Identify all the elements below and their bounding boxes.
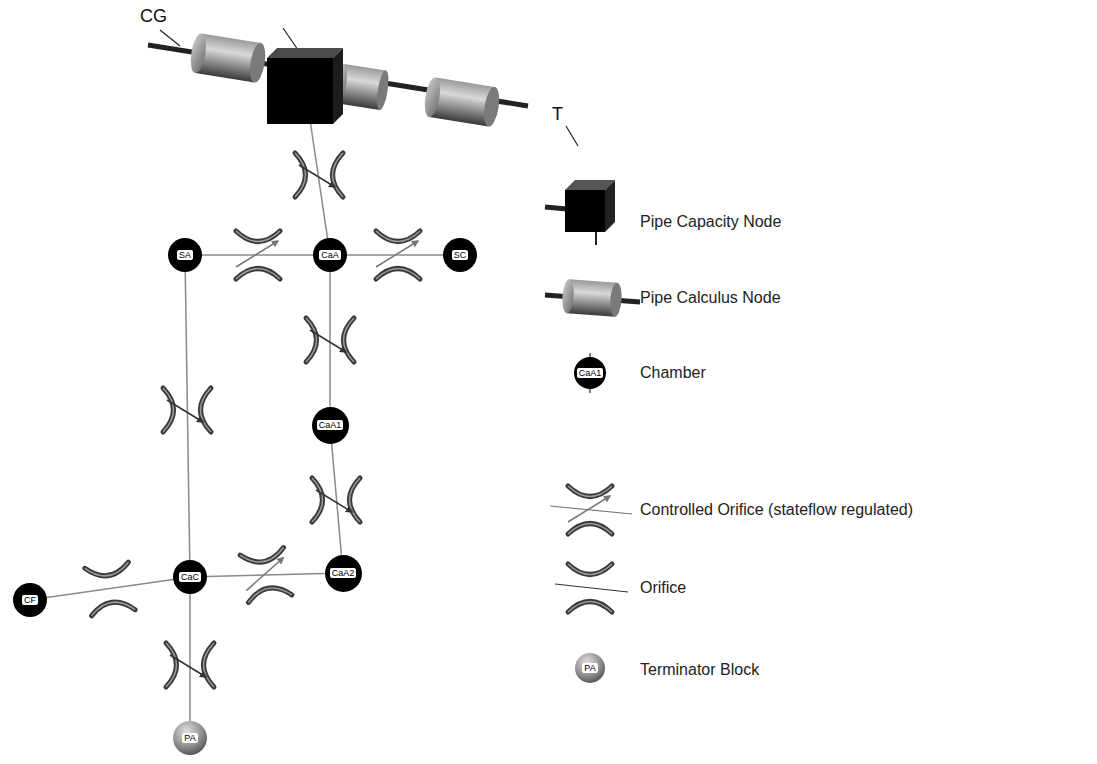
chamber-label: CaA2 [330,568,357,578]
terminator-block: PA [173,721,207,755]
controlled-orifice-symbol [236,231,280,279]
orifice-symbol [312,478,360,522]
legend-capacity-icon [545,180,615,245]
chamber-label: CaA1 [317,420,344,430]
chamber-node: CaA1 [312,407,349,444]
legend-controlled-orifice-icon [550,486,632,534]
chamber-label: PA [182,733,197,743]
chamber-node: CaA [313,238,347,272]
chamber-label: SC [452,250,469,260]
chamber-node: CaA2 [325,555,362,592]
legend-calculus-icon [545,279,640,317]
icon-label: CaA1 [577,368,604,378]
icon-label: PA [582,663,597,673]
chamber-label: CF [22,595,38,605]
legend-text: Controlled Orifice (stateflow regulated) [640,500,913,520]
chamber-node: SA [168,238,202,272]
orifice-symbol [166,643,214,687]
legend-text: Pipe Calculus Node [640,288,781,308]
pipe [148,32,528,127]
chamber-node: CaC [173,560,207,594]
chamber-label: SA [177,250,193,260]
legend-orifice-icon [555,564,628,612]
pipe-capacity-node: T [267,48,343,124]
chamber-label: CaA [319,250,341,260]
legend-terminator-icon [575,653,605,683]
callout-label: T [552,104,563,124]
chamber-node: CF [13,583,47,617]
pipe-connector [189,594,191,721]
pipe-connector [185,272,189,560]
pipe-connector [47,579,173,597]
pipe-connector [332,443,342,554]
leader-line [283,28,298,50]
orifice-symbol [163,388,211,432]
leader-line [160,30,180,46]
orifice-symbol [85,562,135,616]
legend-text: Chamber [640,363,706,383]
legend-text: Orifice [640,578,686,598]
node-shape [267,48,343,124]
pipe-connector [329,272,331,407]
controlled-orifice-symbol [376,231,420,279]
legend-chamber-icon [574,353,606,393]
callout-label: CG [140,6,167,26]
orifice-symbol [295,153,343,197]
legend-text: Pipe Capacity Node [640,212,781,232]
orifice-symbol [306,318,354,362]
controlled-orifice-symbol [240,548,292,603]
legend-text: Terminator Block [640,660,759,680]
chamber-node: SC [443,238,477,272]
chamber-label: CaC [179,572,201,582]
leader-line [566,126,578,146]
